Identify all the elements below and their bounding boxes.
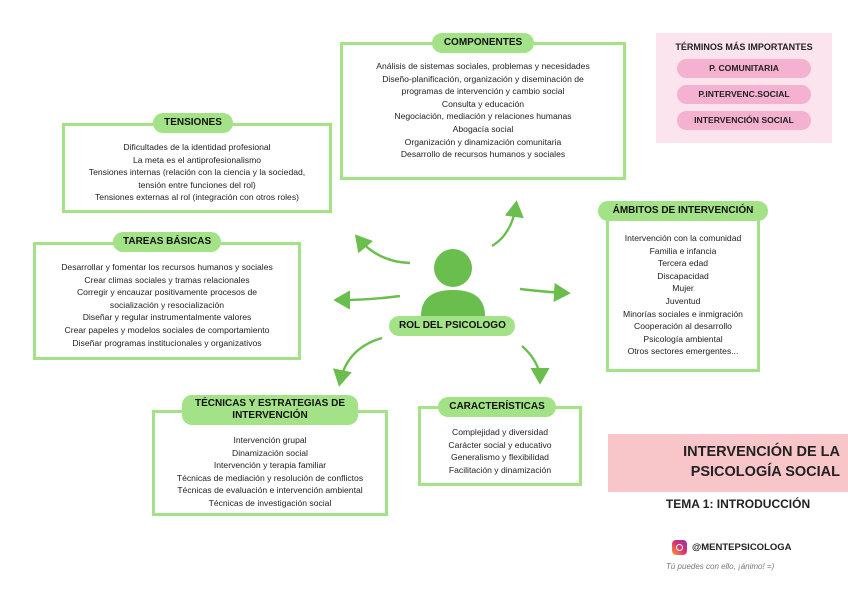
heading-box: INTERVENCIÓN DE LA PSICOLOGÍA SOCIAL bbox=[608, 434, 848, 492]
list-item: Intervención con la comunidad bbox=[624, 233, 742, 243]
componentes-list: Análisis de sistemas sociales, problemas… bbox=[343, 60, 623, 161]
list-item: Facilitación y dinamización bbox=[448, 464, 552, 475]
motto-text: Tú puedes con ello, ¡ánimo! =) bbox=[666, 562, 775, 571]
instagram-handle: @MENTEPSICOLOGA bbox=[672, 540, 792, 555]
ambitos-title: ÁMBITOS DE INTERVENCIÓN bbox=[598, 201, 768, 221]
list-item: Intervención grupal bbox=[233, 435, 307, 445]
list-item: Técnicas de evaluación e intervención am… bbox=[177, 485, 363, 496]
tecnicas-title-line1: TÉCNICAS Y ESTRATEGIAS DE bbox=[194, 398, 346, 409]
list-item: Técnicas de mediación y resolución de co… bbox=[176, 472, 364, 483]
list-item: Juventud bbox=[665, 295, 701, 306]
terminos-panel: TÉRMINOS MÁS IMPORTANTES P. COMUNITARIA … bbox=[656, 33, 832, 143]
arrow-to-componentes bbox=[491, 200, 524, 248]
list-item: Organización y dinamización comunitaria bbox=[404, 136, 562, 147]
center-label: ROL DEL PSICOLOGO bbox=[389, 316, 515, 336]
list-item: Carácter social y educativo bbox=[448, 439, 552, 450]
tensiones-box: Dificultades de la identidad profesional… bbox=[62, 123, 332, 213]
list-item: Tercera edad bbox=[657, 258, 709, 269]
list-item: Crear papeles y modelos sociales de comp… bbox=[64, 324, 270, 335]
person-icon bbox=[421, 249, 485, 316]
term-badge: P. COMUNITARIA bbox=[677, 59, 811, 78]
list-item: Discapacidad bbox=[657, 270, 709, 281]
list-item: Complejidad y diversidad bbox=[451, 427, 548, 437]
list-item: Minorías sociales e inmigración bbox=[623, 308, 743, 319]
list-item: Dificultades de la identidad profesional bbox=[123, 142, 271, 152]
arrow-to-tensiones bbox=[354, 234, 411, 265]
tecnicas-box: Intervención grupal Dinamización social … bbox=[152, 410, 388, 516]
caracteristicas-box: Complejidad y diversidad Carácter social… bbox=[418, 406, 582, 486]
list-item: Análisis de sistemas sociales, problemas… bbox=[376, 61, 590, 71]
handle-text: @MENTEPSICOLOGA bbox=[692, 542, 792, 553]
list-item: Familia e infancia bbox=[649, 245, 717, 256]
list-item: Diseño-planificación, organización y dis… bbox=[382, 73, 584, 84]
list-item: Otros sectores emergentes... bbox=[627, 346, 739, 357]
term-badge: INTERVENCIÓN SOCIAL bbox=[677, 111, 811, 130]
tema-label: TEMA 1: INTRODUCCIÓN bbox=[665, 497, 811, 511]
tareas-title: TAREAS BÁSICAS bbox=[113, 232, 221, 252]
componentes-title: COMPONENTES bbox=[432, 33, 534, 53]
list-item: Generalismo y flexibilidad bbox=[451, 452, 549, 463]
list-item: La meta es el antiprofesionalismo bbox=[132, 154, 262, 165]
instagram-icon bbox=[672, 540, 687, 555]
list-item: Negociación, mediación y relaciones huma… bbox=[394, 111, 572, 122]
tecnicas-title-line2: INTERVENCIÓN bbox=[232, 410, 308, 421]
heading-line1: INTERVENCIÓN DE LA bbox=[683, 444, 840, 460]
list-item: Abogacía social bbox=[452, 123, 514, 134]
tensiones-title: TENSIONES bbox=[153, 113, 233, 133]
heading-line2: PSICOLOGÍA SOCIAL bbox=[690, 464, 840, 480]
list-item: Diseñar programas institucionales y orga… bbox=[72, 337, 262, 348]
componentes-box: Análisis de sistemas sociales, problemas… bbox=[340, 42, 626, 180]
arrow-to-ambitos bbox=[519, 282, 571, 303]
term-badge: P.INTERVENC.SOCIAL bbox=[677, 85, 811, 104]
list-item: programas de intervención y cambio socia… bbox=[401, 86, 565, 97]
tecnicas-title: TÉCNICAS Y ESTRATEGIAS DE INTERVENCIÓN bbox=[182, 395, 358, 425]
list-item: Intervención y terapia familiar bbox=[213, 460, 327, 471]
list-item: Corregir y encauzar positivamente proces… bbox=[76, 287, 258, 298]
list-item: Psicología ambiental bbox=[643, 333, 723, 344]
list-item: Desarrollar y fomentar los recursos huma… bbox=[61, 262, 273, 272]
arrow-to-tecnicas bbox=[333, 336, 383, 387]
list-item: socialización y resocialización bbox=[109, 299, 225, 310]
list-item: Cooperación al desarrollo bbox=[634, 321, 732, 332]
list-item: Consulta y educación bbox=[441, 98, 525, 109]
tareas-box: Desarrollar y fomentar los recursos huma… bbox=[33, 242, 301, 360]
caracteristicas-title: CARACTERÍSTICAS bbox=[438, 397, 556, 417]
list-item: Tensiones internas (relación con la cien… bbox=[88, 167, 306, 178]
list-item: Desarrollo de recursos humanos y sociale… bbox=[400, 149, 566, 160]
arrow-to-tareas bbox=[333, 290, 401, 310]
list-item: Diseñar y regular instrumentalmente valo… bbox=[82, 312, 252, 323]
list-item: Técnicas de investigación social bbox=[208, 497, 332, 508]
ambitos-box: Intervención con la comunidad Familia e … bbox=[606, 210, 760, 372]
list-item: tensión entre funciones del rol) bbox=[138, 179, 256, 190]
list-item: Mujer bbox=[672, 283, 694, 294]
arrow-to-caracteristicas bbox=[521, 345, 550, 385]
terminos-title: TÉRMINOS MÁS IMPORTANTES bbox=[675, 42, 813, 52]
list-item: Crear climas sociales y tramas relaciona… bbox=[84, 274, 250, 285]
list-item: Tensiones externas al rol (integración c… bbox=[95, 192, 299, 203]
list-item: Dinamización social bbox=[232, 447, 308, 458]
